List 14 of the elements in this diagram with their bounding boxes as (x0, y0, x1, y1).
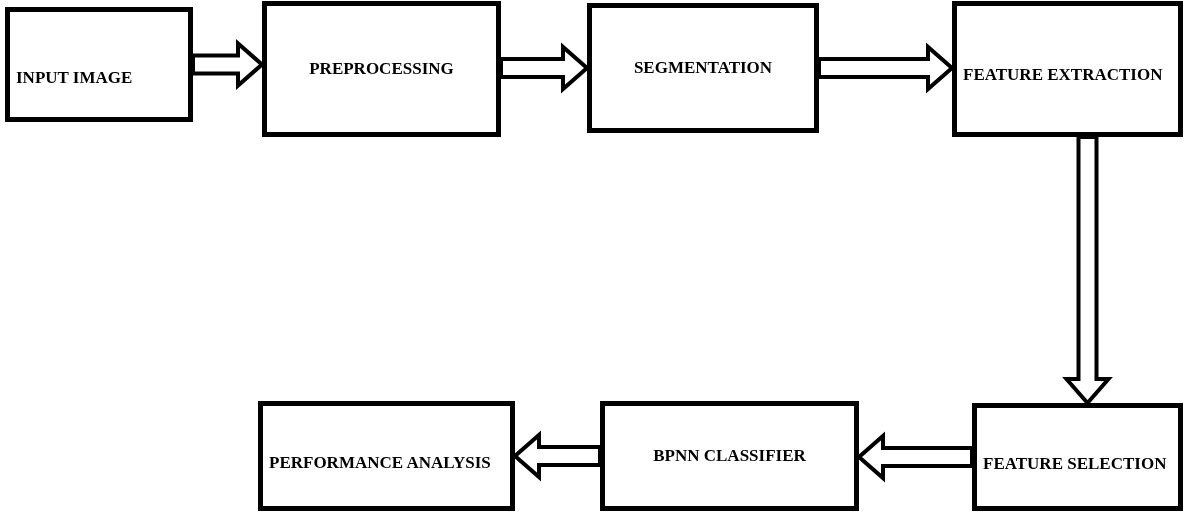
box-label: FEATURE SELECTION (982, 454, 1168, 474)
process-box (952, 1, 1183, 137)
process-box (972, 403, 1183, 511)
process-box (5, 7, 193, 122)
box-label: INPUT IMAGE (15, 67, 134, 88)
process-box (600, 401, 859, 511)
box-label: SEGMENTATION (632, 58, 774, 78)
box-label: BPNN CLASSIFIER (652, 446, 807, 466)
process-box (258, 401, 515, 511)
process-box (262, 1, 501, 137)
box-label: PERFORMANCE ANALYSIS (268, 453, 492, 473)
box-label: PREPROCESSING (308, 59, 455, 79)
process-box (587, 3, 819, 133)
box-label: FEATURE EXTRACTION (962, 65, 1164, 85)
